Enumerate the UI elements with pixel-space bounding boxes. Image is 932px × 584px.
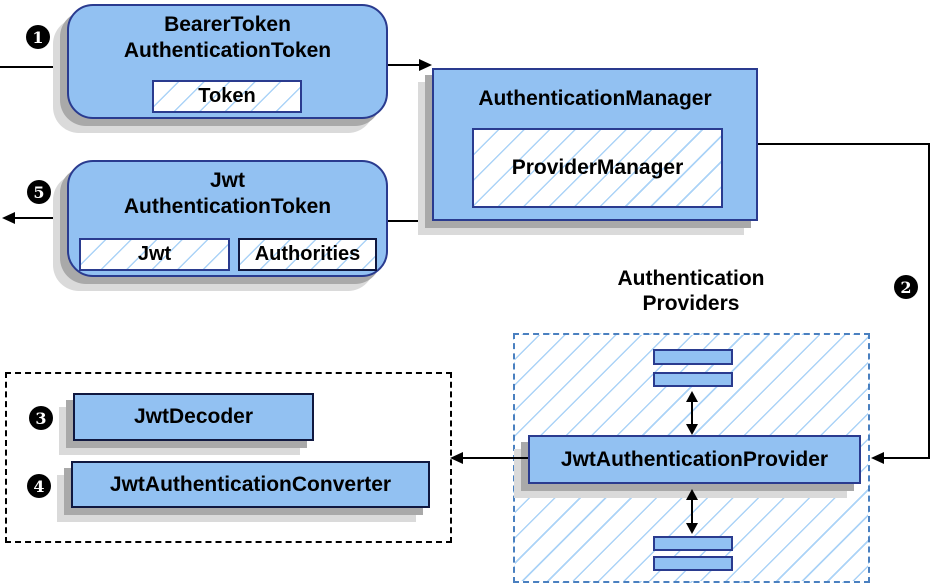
jwt-decoder-box: JwtDecoder bbox=[73, 393, 314, 441]
step-5-badge: 5 bbox=[27, 180, 51, 204]
outgoing-result-arrowhead bbox=[2, 212, 15, 224]
bearer-token-title-line1: BearerToken bbox=[164, 13, 291, 36]
manager-to-provider-arrowhead bbox=[871, 452, 884, 464]
step-1-badge: 1 bbox=[26, 25, 50, 49]
manager-to-jwt-token-line bbox=[387, 220, 433, 222]
manager-to-provider-line-top bbox=[758, 143, 930, 145]
authentication-providers-label-line2: Providers bbox=[642, 292, 740, 315]
jwt-authentication-converter-box: JwtAuthenticationConverter bbox=[71, 461, 430, 508]
double-arrow-lower-head-up bbox=[686, 489, 698, 500]
authentication-providers-label-line1: Authentication bbox=[617, 267, 765, 290]
bearer-token-title-line2: AuthenticationToken bbox=[123, 39, 332, 62]
double-arrow-lower bbox=[685, 489, 699, 534]
decoder-converter-container: JwtDecoder JwtAuthenticationConverter bbox=[5, 372, 452, 543]
authentication-providers-label: Authentication Providers bbox=[566, 266, 816, 316]
step-2-badge: 2 bbox=[894, 275, 918, 299]
bearer-token-authentication-token-box: BearerToken AuthenticationToken Token bbox=[67, 4, 388, 119]
token-slot: Token bbox=[152, 80, 302, 113]
authentication-manager-title: AuthenticationManager bbox=[478, 87, 712, 110]
bearer-to-manager-line bbox=[387, 64, 419, 66]
bearer-to-manager-arrowhead bbox=[419, 59, 432, 71]
provider-stack-top-bar-2 bbox=[653, 372, 733, 387]
step-4-badge: 4 bbox=[27, 474, 51, 498]
authentication-manager-box: AuthenticationManager ProviderManager bbox=[432, 68, 758, 221]
jwt-token-title-line2: AuthenticationToken bbox=[123, 195, 332, 218]
manager-to-provider-line-bottom bbox=[884, 457, 930, 459]
provider-manager-slot: ProviderManager bbox=[472, 128, 723, 208]
jwt-authentication-provider-box: JwtAuthenticationProvider bbox=[528, 435, 861, 484]
double-arrow-upper-head-up bbox=[686, 391, 698, 402]
provider-to-decoders-arrowhead bbox=[450, 452, 463, 464]
jwt-token-title-line1: Jwt bbox=[209, 169, 245, 192]
double-arrow-upper-stem bbox=[691, 399, 693, 427]
provider-stack-bottom-bar-1 bbox=[653, 536, 733, 551]
manager-to-provider-line-right bbox=[928, 143, 930, 459]
jwt-authentication-token-box: Jwt AuthenticationToken Jwt Authorities bbox=[67, 160, 388, 277]
double-arrow-lower-head-down bbox=[686, 523, 698, 534]
double-arrow-lower-stem bbox=[691, 497, 693, 526]
step-3-badge: 3 bbox=[29, 406, 53, 430]
jwt-slot: Jwt bbox=[79, 238, 230, 271]
double-arrow-upper-head-down bbox=[686, 424, 698, 435]
outgoing-result-line bbox=[14, 217, 67, 219]
provider-to-decoders-line bbox=[462, 457, 528, 459]
provider-stack-top-bar-1 bbox=[653, 349, 733, 365]
authorities-slot: Authorities bbox=[238, 238, 377, 271]
double-arrow-upper bbox=[685, 391, 699, 435]
authentication-providers-container: JwtAuthenticationProvider bbox=[513, 333, 870, 583]
incoming-request-line bbox=[0, 66, 67, 68]
provider-stack-bottom-bar-2 bbox=[653, 556, 733, 571]
